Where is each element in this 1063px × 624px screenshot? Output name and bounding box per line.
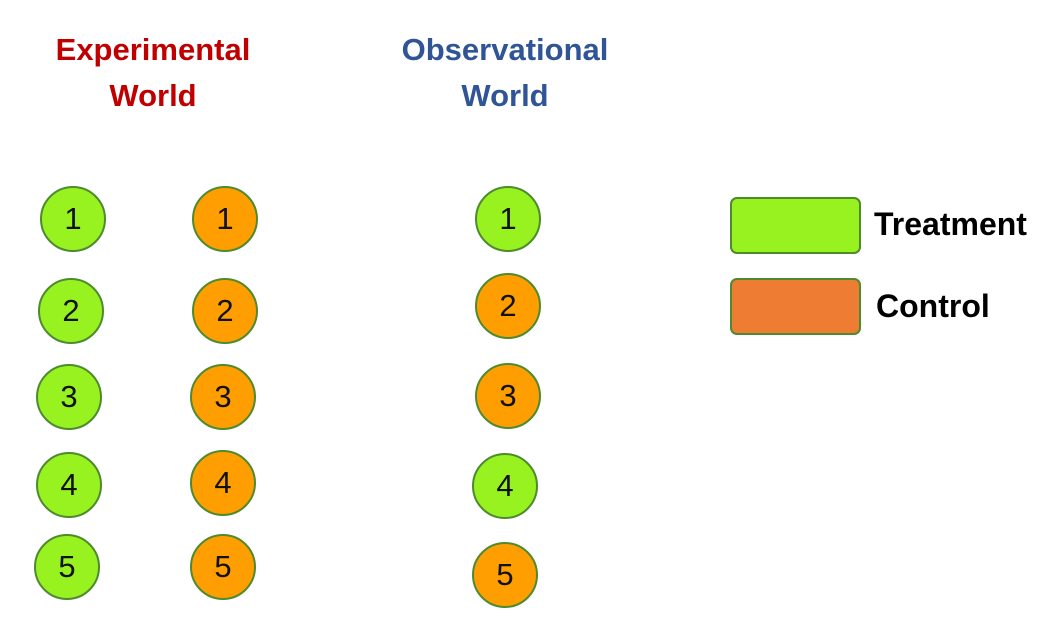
experimental-treatment-circle: 5 (34, 534, 100, 600)
experimental-treatment-circle: 1 (40, 186, 106, 252)
observational-heading-line1: Observational (401, 32, 609, 67)
legend-control-swatch (730, 278, 861, 335)
experimental-control-circle: 5 (190, 534, 256, 600)
observational-heading-line2: World (461, 78, 549, 113)
legend-treatment-swatch (730, 197, 861, 254)
experimental-world-heading: Experimental World (3, 27, 303, 119)
experimental-treatment-circle: 4 (36, 452, 102, 518)
observational-circle: 1 (475, 186, 541, 252)
observational-circle: 3 (475, 363, 541, 429)
legend-treatment-label: Treatment (874, 206, 1027, 242)
experimental-control-circle: 3 (190, 364, 256, 430)
observational-circle: 2 (475, 273, 541, 339)
experimental-heading-line2: World (109, 78, 197, 113)
experimental-control-circle: 4 (190, 450, 256, 516)
experimental-control-circle: 1 (192, 186, 258, 252)
experimental-heading-line1: Experimental (55, 32, 251, 67)
experimental-treatment-circle: 2 (38, 278, 104, 344)
experimental-treatment-circle: 3 (36, 364, 102, 430)
experimental-control-circle: 2 (192, 278, 258, 344)
observational-world-heading: Observational World (355, 27, 655, 119)
legend-control-label: Control (876, 288, 990, 324)
observational-circle: 5 (472, 542, 538, 608)
observational-circle: 4 (472, 453, 538, 519)
